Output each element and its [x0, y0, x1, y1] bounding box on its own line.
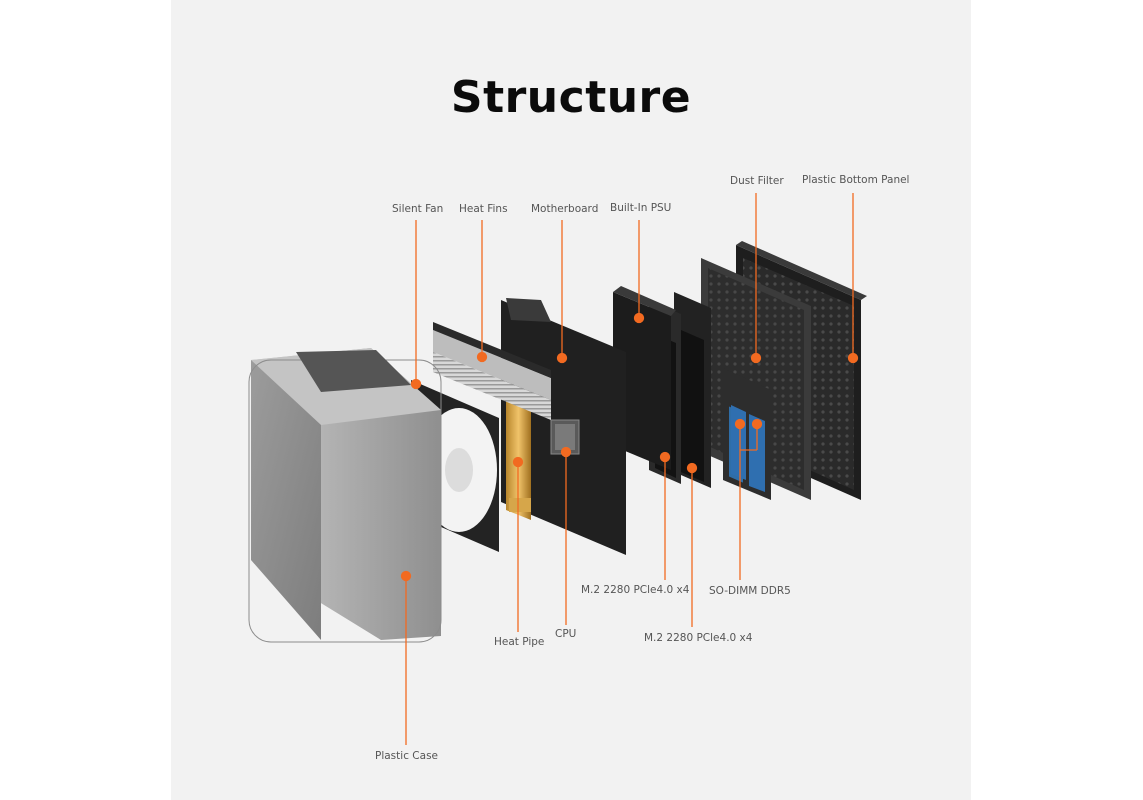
leader-lines	[400, 193, 859, 745]
label-heat-fins: Heat Fins	[459, 203, 508, 215]
label-so-dimm: SO-DIMM DDR5	[709, 585, 791, 597]
label-cpu: CPU	[555, 628, 577, 640]
exploded-view-illustration	[248, 193, 867, 745]
plastic-case	[248, 348, 442, 643]
m2-ssd-b	[674, 292, 711, 488]
label-plastic-case: Plastic Case	[375, 750, 438, 762]
label-heat-pipe: Heat Pipe	[494, 636, 545, 648]
label-m2-ssd-b: M.2 2280 PCle4.0 x4	[644, 632, 753, 644]
label-motherboard: Motherboard	[531, 203, 599, 215]
heat-fins	[433, 322, 551, 420]
label-plastic-bottom-panel: Plastic Bottom Panel	[802, 174, 910, 186]
label-silent-fan: Silent Fan	[392, 203, 444, 215]
label-m2-ssd-a: M.2 2280 PCle4.0 x4	[581, 584, 690, 596]
built-in-psu	[613, 286, 676, 470]
heat-pipe	[506, 392, 531, 520]
label-built-in-psu: Built-In PSU	[610, 202, 672, 214]
diagram-panel: Structure	[171, 0, 971, 800]
page-title: Structure	[450, 72, 692, 123]
label-dust-filter: Dust Filter	[730, 175, 784, 187]
so-dimm-module	[723, 368, 771, 500]
